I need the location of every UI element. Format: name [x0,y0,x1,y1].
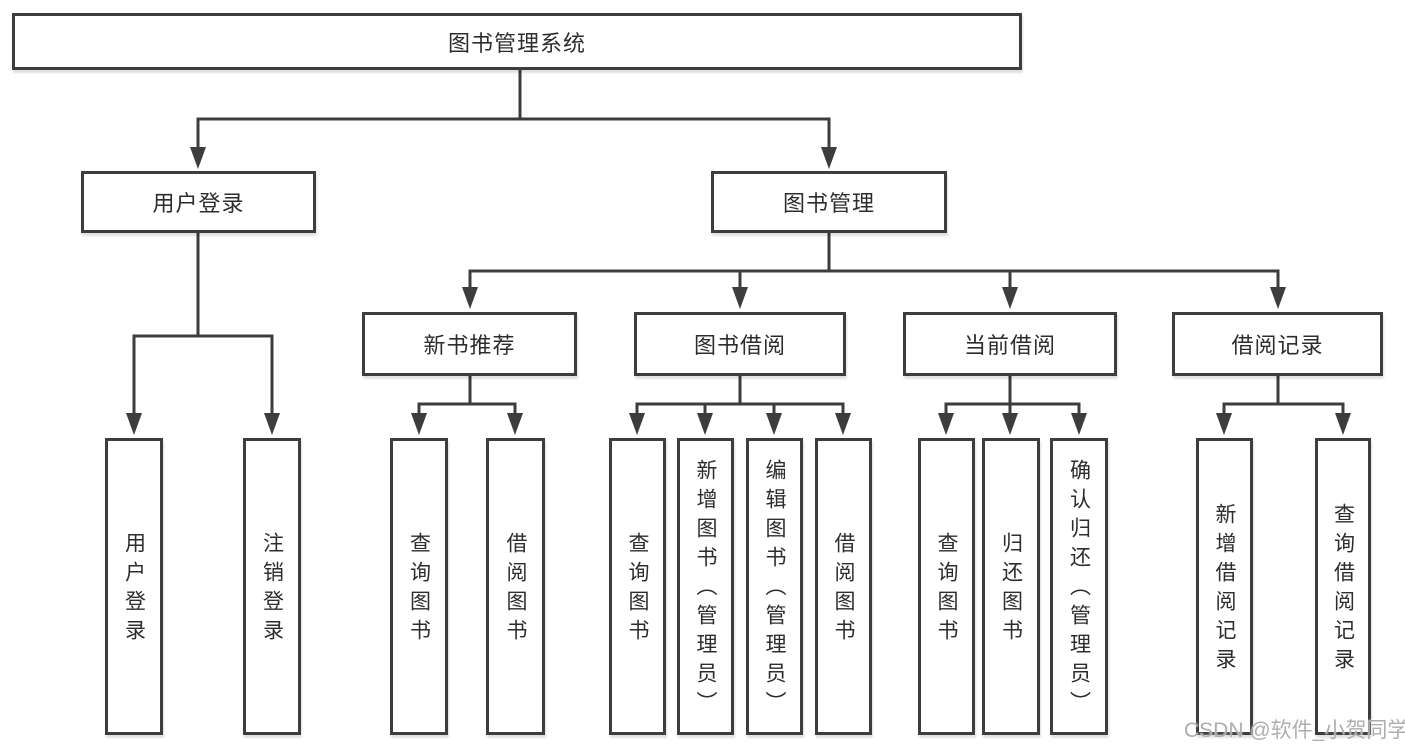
leaf-query-books-borrow: 查询图书 [609,438,666,735]
line-userlogin-rail [132,334,274,418]
node-new-book-recommend: 新书推荐 [362,312,577,376]
leaf-borrow-books: 借阅图书 [815,438,872,735]
leaf-add-borrow-record: 新增借阅记录 [1196,438,1253,735]
node-user-login: 用户登录 [81,171,316,233]
leaf-borrow-books-recommend: 借阅图书 [486,438,545,735]
line-records-rail [1222,402,1345,418]
leaf-add-books-admin: 新增图书（管理员） [677,438,734,735]
csdn-watermark: CSDN @软件_小贺同学 [1184,719,1405,742]
line-bookborrow-rail [635,402,845,418]
node-root: 图书管理系统 [12,13,1022,70]
line-level2-rail [196,117,831,152]
leaf-query-borrow-record: 查询借阅记录 [1315,438,1371,735]
leaf-logout: 注销登录 [243,438,301,735]
node-borrow-records: 借阅记录 [1172,312,1383,376]
leaf-query-books-current: 查询图书 [918,438,975,735]
leaf-edit-books-admin: 编辑图书（管理员） [746,438,803,735]
leaf-confirm-return-admin: 确认归还（管理员） [1050,438,1108,735]
line-currentborrow-rail [944,402,1081,418]
line-level3-rail [468,269,1280,292]
line-newbook-rail [417,402,517,418]
node-current-borrow: 当前借阅 [903,312,1117,376]
leaf-user-login: 用户登录 [105,438,163,735]
leaf-return-books: 归还图书 [982,438,1040,735]
node-book-management: 图书管理 [711,171,947,233]
arrowheads [126,147,1351,435]
leaf-query-books-recommend: 查询图书 [390,438,448,735]
node-book-borrow: 图书借阅 [634,312,846,376]
